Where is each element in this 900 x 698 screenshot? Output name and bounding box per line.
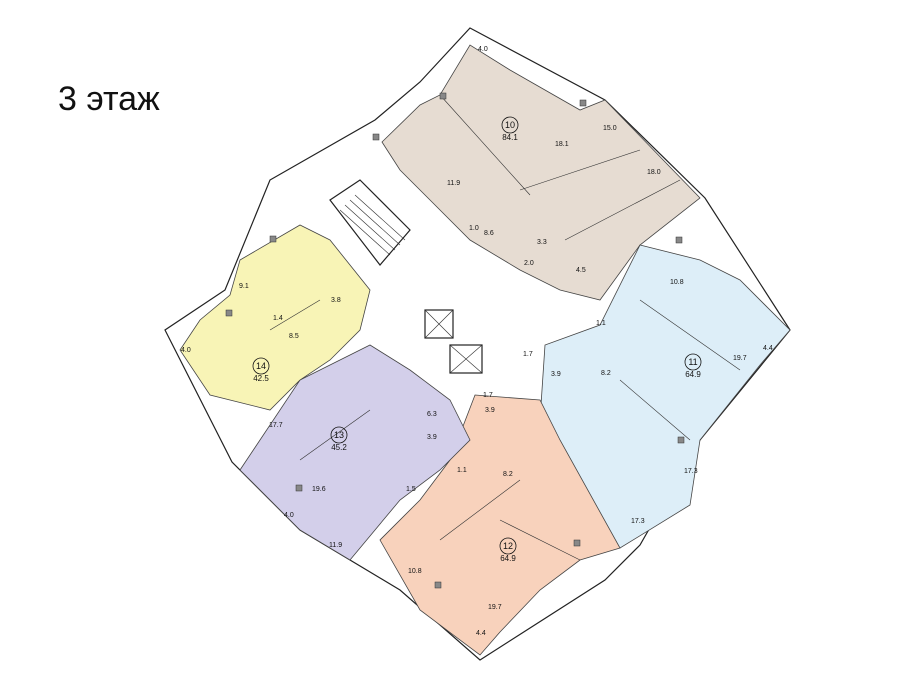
room-area: 18.0 [647, 169, 661, 176]
room-area: 4.4 [763, 345, 773, 352]
room-area: 2.0 [524, 260, 534, 267]
room-area: 8.6 [484, 230, 494, 237]
room-area: 1.1 [457, 467, 467, 474]
room-area: 4.5 [576, 267, 586, 274]
room-area: 17.3 [631, 518, 645, 525]
room-area: 8.5 [289, 333, 299, 340]
floor-title: 3 этаж [58, 80, 160, 118]
apartment-number: 14 [256, 361, 266, 371]
apartment-13[interactable] [239, 344, 471, 561]
room-area: 4.4 [476, 630, 486, 637]
apartment-number: 13 [334, 430, 344, 440]
room-area: 19.7 [733, 355, 747, 362]
room-area: 9.1 [239, 283, 249, 290]
apartment-area: 42.5 [253, 374, 269, 383]
room-area: 17.7 [269, 422, 283, 429]
room-area: 3.9 [485, 407, 495, 414]
room-area: 4.0 [478, 46, 488, 53]
room-area: 19.6 [312, 486, 326, 493]
apartment-13-marker: 13 45.2 [330, 426, 348, 452]
room-area: 1.1 [596, 320, 606, 327]
room-area: 1.4 [273, 315, 283, 322]
apartment-10[interactable] [381, 44, 701, 301]
columns [225, 92, 685, 589]
room-area: 3.9 [427, 434, 437, 441]
apartment-10-marker: 10 84.1 [501, 116, 519, 142]
room-area: 1.7 [523, 351, 533, 358]
apartment-area: 64.9 [685, 370, 701, 379]
room-area: 10.8 [408, 568, 422, 575]
room-area: 1.5 [406, 486, 416, 493]
room-area: 10.8 [670, 279, 684, 286]
room-area: 19.7 [488, 604, 502, 611]
room-area: 1.7 [483, 392, 493, 399]
room-area: 8.2 [503, 471, 513, 478]
room-area: 4.0 [284, 512, 294, 519]
apartment-11[interactable] [539, 244, 791, 549]
room-area: 17.3 [684, 468, 698, 475]
apartment-number: 10 [505, 120, 515, 130]
room-area: 3.9 [551, 371, 561, 378]
room-area: 18.1 [555, 141, 569, 148]
room-area: 8.2 [601, 370, 611, 377]
room-labels: 4.0 18.1 15.0 18.0 11.9 1.0 8.6 3.3 2.0 … [181, 46, 773, 637]
room-area: 6.3 [427, 411, 437, 418]
apartment-number: 12 [503, 541, 513, 551]
room-area: 15.0 [603, 125, 617, 132]
room-area: 1.0 [469, 225, 479, 232]
room-area: 3.3 [537, 239, 547, 246]
apartment-area: 84.1 [502, 133, 518, 142]
apartment-area: 64.9 [500, 554, 516, 563]
room-area: 11.9 [329, 542, 342, 549]
apartment-number: 11 [688, 357, 697, 367]
room-area: 3.8 [331, 297, 341, 304]
apartment-14-marker: 14 42.5 [252, 357, 270, 383]
room-area: 11.9 [447, 180, 460, 187]
room-area: 4.0 [181, 347, 191, 354]
building-core [329, 179, 483, 374]
apartment-14[interactable] [179, 224, 371, 411]
apartment-11-marker: 11 64.9 [684, 353, 702, 379]
apartment-12[interactable] [379, 394, 621, 656]
apartment-12-marker: 12 64.9 [499, 537, 517, 563]
apartment-area: 45.2 [331, 443, 347, 452]
